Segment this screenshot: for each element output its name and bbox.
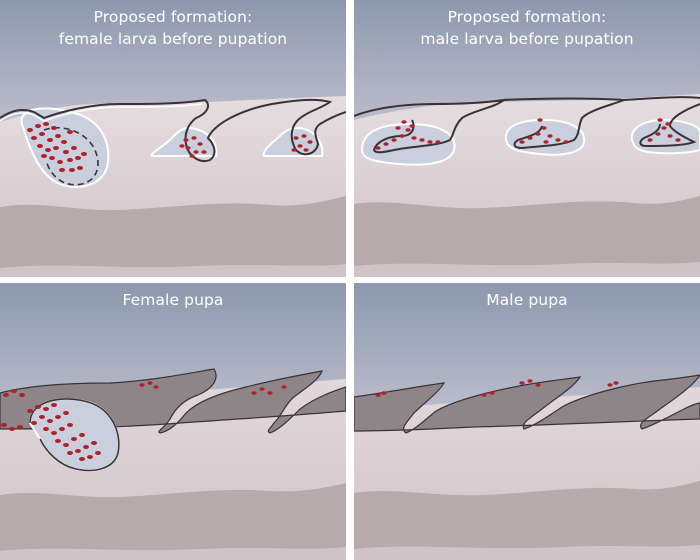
cell-cluster-mid [179,136,207,158]
tissue-layer [354,196,700,277]
tissue-layer-lower [354,545,700,560]
panel-title: Proposed formation: female larva before … [0,6,346,50]
pocket-outline [29,398,120,472]
panel-male-pupa: Male pupa [354,283,700,560]
cell-cluster-large [27,122,87,172]
cell-cluster-large [1,389,101,461]
cell-cluster-mid [519,118,569,144]
title-line: female larva before pupation [58,30,288,48]
female-pupa-illustration [0,283,346,560]
title-line: Male pupa [486,291,568,309]
pocket-mid [504,118,586,156]
cuticle-outline [354,96,700,154]
pocket-left [360,122,456,166]
panel-title: Female pupa [0,289,346,311]
cell-cluster-left [375,120,441,150]
panel-female-pupa: Female pupa [0,283,346,560]
title-line: Female pupa [122,291,224,309]
male-larva-illustration [354,0,700,277]
dashed-boundary [43,126,99,186]
male-pupa-illustration [354,283,700,560]
cell-cluster-surface [139,381,287,395]
title-line: Proposed formation: [447,8,607,26]
pocket-mid [150,126,218,157]
tissue-layer [354,481,700,560]
cuticle-outline [0,98,346,162]
tissue-layer [0,483,346,560]
female-larva-illustration [0,0,346,277]
pocket-large [20,107,110,188]
panel-female-larva: Proposed formation: female larva before … [0,0,346,277]
tissue-layer-lower [0,547,346,560]
tissue-layer [0,196,346,277]
tissue-layer-lower [354,262,700,277]
cell-cluster-right [647,118,681,142]
title-line: male larva before pupation [420,30,634,48]
cuticle-outline-white [0,103,203,122]
title-line: Proposed formation: [93,8,253,26]
tissue-layer-lower [0,264,346,277]
panel-male-larva: Proposed formation: male larva before pu… [354,0,700,277]
panel-title: Male pupa [354,289,700,311]
panel-title: Proposed formation: male larva before pu… [354,6,700,50]
cell-cluster-right [291,134,313,152]
cell-cluster-surface [375,379,619,397]
